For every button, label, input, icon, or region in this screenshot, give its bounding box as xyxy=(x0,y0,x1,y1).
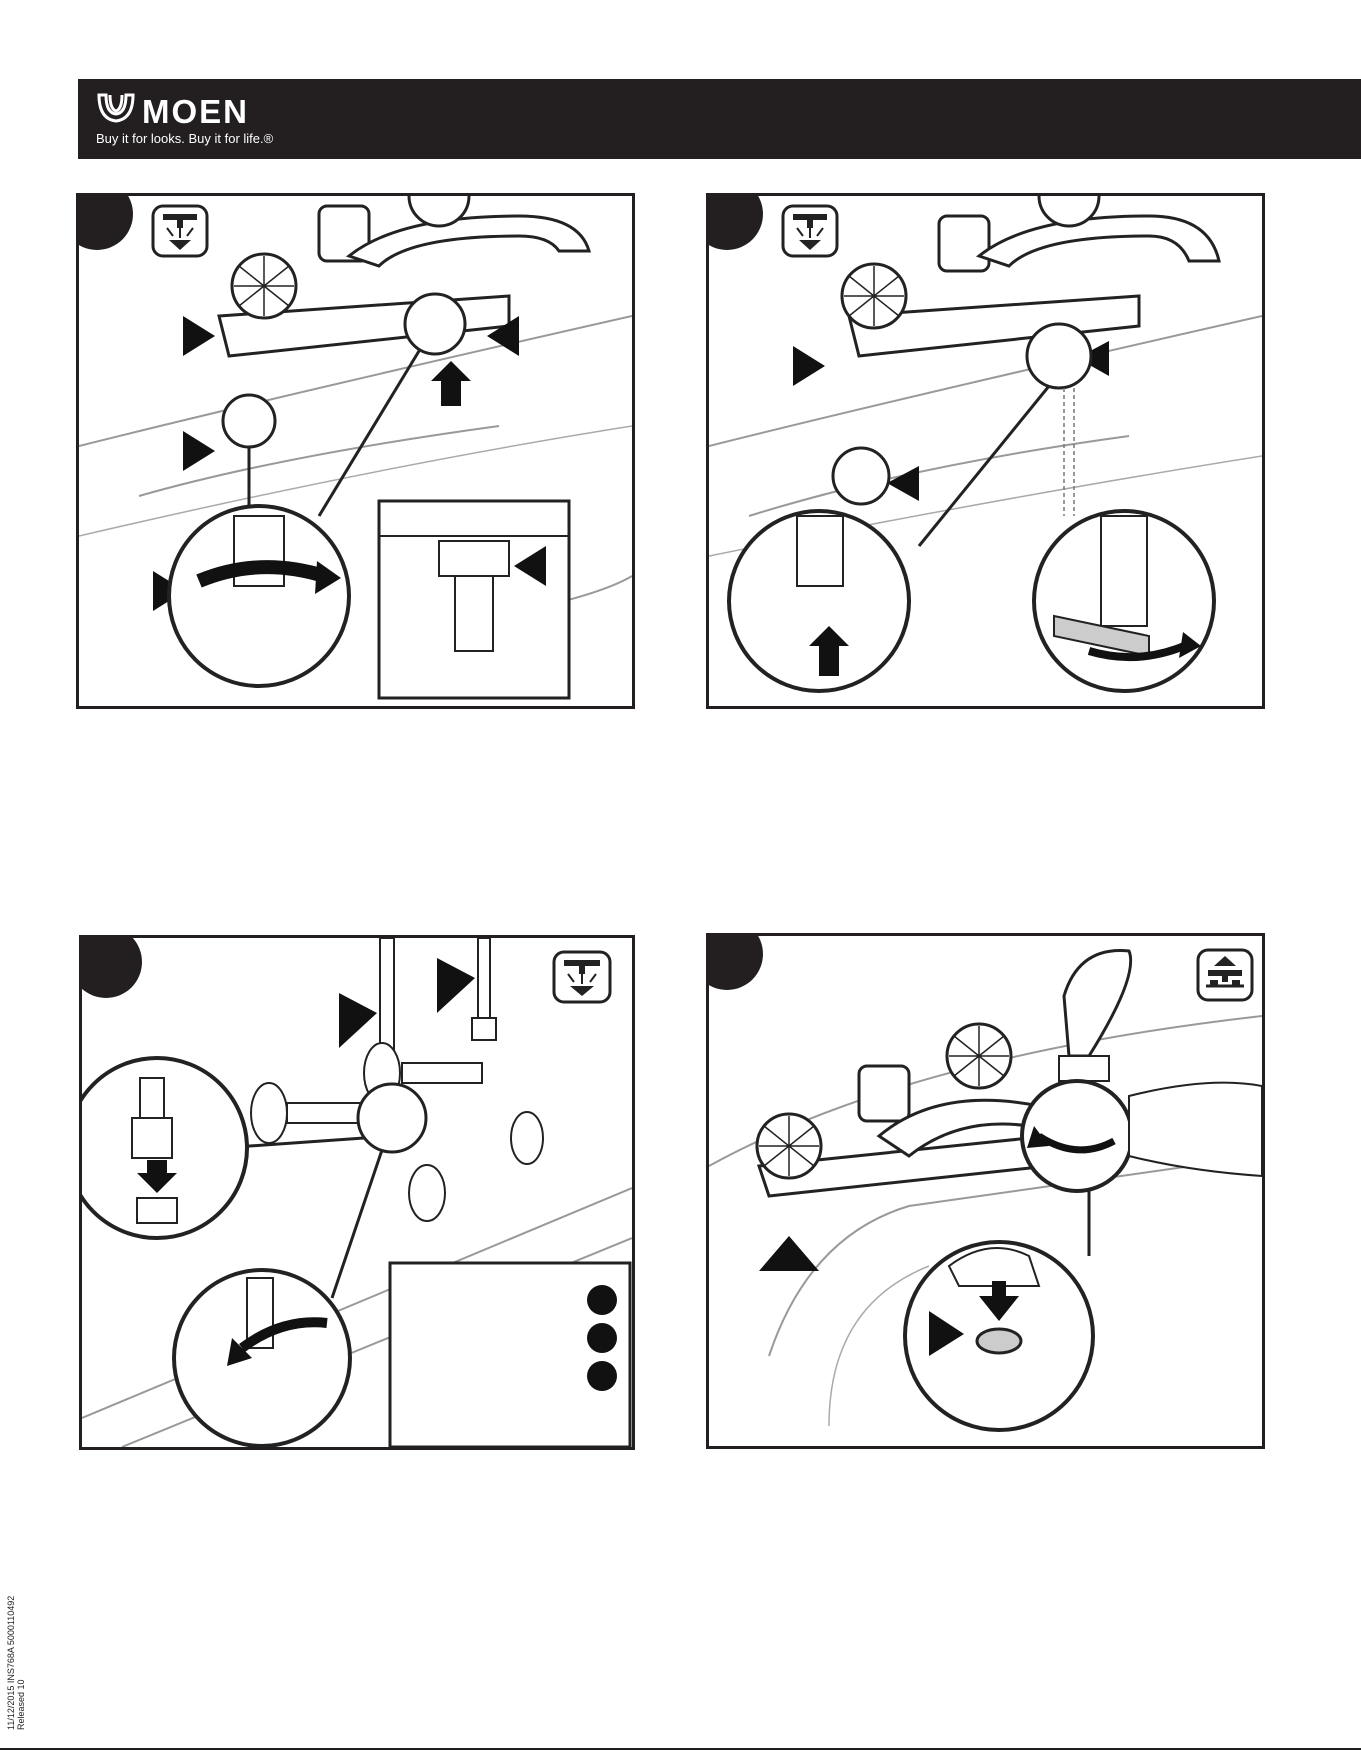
brand-name: MOEN xyxy=(142,93,249,131)
step-3-illustration xyxy=(82,938,632,1447)
step-1-illustration xyxy=(79,196,632,706)
step-2-illustration xyxy=(709,196,1262,706)
document-code-line: 11/12/2015 INS768A 5000110492 xyxy=(6,1596,16,1730)
moen-logo-icon xyxy=(96,91,136,125)
water-off-icon xyxy=(781,204,839,258)
water-on-icon xyxy=(1196,948,1254,1002)
brand-header: MOEN Buy it for looks. Buy it for life.® xyxy=(78,79,1361,159)
water-off-icon xyxy=(151,204,209,258)
panel-step-1 xyxy=(76,193,635,709)
water-off-icon xyxy=(552,950,612,1004)
panel-step-3 xyxy=(79,935,635,1450)
footer-rule xyxy=(0,1748,1361,1750)
document-release-line: Released 10 xyxy=(16,1596,26,1730)
panel-step-4 xyxy=(706,933,1265,1449)
brand-tagline: Buy it for looks. Buy it for life.® xyxy=(96,131,273,146)
step-4-illustration xyxy=(709,936,1262,1446)
panel-step-2 xyxy=(706,193,1265,709)
document-code: 11/12/2015 INS768A 5000110492 Released 1… xyxy=(6,1596,26,1730)
